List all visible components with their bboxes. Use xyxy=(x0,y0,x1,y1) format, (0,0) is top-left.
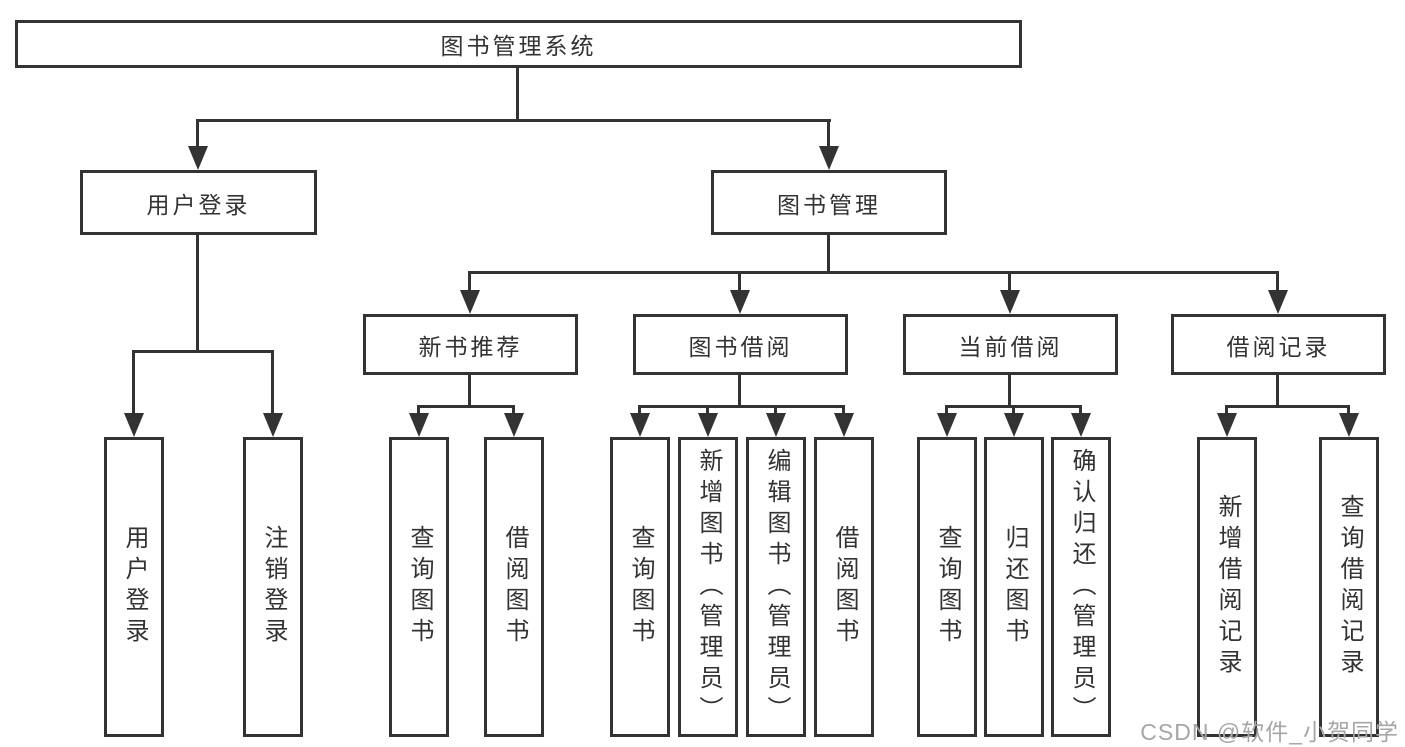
connector-line xyxy=(738,375,741,408)
arrow-down-icon xyxy=(1000,290,1020,314)
connector-line xyxy=(945,405,948,416)
connector-line xyxy=(827,235,830,274)
connector-line xyxy=(512,405,515,416)
leaf-query-books-borrowing: 查询图书 xyxy=(610,437,670,737)
connector-line xyxy=(827,119,830,149)
leaf-user-login: 用户登录 xyxy=(104,437,164,737)
node-book-borrowing: 图书借阅 xyxy=(633,314,848,375)
arrow-down-icon xyxy=(1004,413,1024,437)
leaf-borrow-books: 借阅图书 xyxy=(814,437,874,737)
node-current-borrowing: 当前借阅 xyxy=(903,314,1118,375)
csdn-watermark: CSDN @软件_小贺同学 xyxy=(1140,719,1399,745)
leaf-query-books-recommend: 查询图书 xyxy=(389,437,449,737)
node-new-book-recommendation: 新书推荐 xyxy=(363,314,578,375)
connector-line xyxy=(468,271,471,293)
arrow-down-icon xyxy=(124,413,144,437)
arrow-down-icon xyxy=(937,413,957,437)
connector-line xyxy=(417,405,515,408)
connector-line xyxy=(1008,375,1011,408)
node-library-management-system: 图书管理系统 xyxy=(15,20,1022,68)
connector-line xyxy=(738,271,741,293)
arrow-down-icon xyxy=(630,413,650,437)
connector-line xyxy=(638,405,845,408)
connector-line xyxy=(1079,405,1082,416)
connector-line xyxy=(638,405,641,416)
connector-line xyxy=(774,405,777,416)
connector-line xyxy=(1225,405,1350,408)
leaf-query-books-current: 查询图书 xyxy=(917,437,977,737)
connector-line xyxy=(1225,405,1228,416)
leaf-add-borrow-record: 新增借阅记录 xyxy=(1197,437,1257,737)
connector-line xyxy=(842,405,845,416)
leaf-query-borrow-record: 查询借阅记录 xyxy=(1319,437,1379,737)
connector-line xyxy=(196,119,831,122)
arrow-down-icon xyxy=(188,146,208,170)
connector-line xyxy=(417,405,420,416)
connector-line xyxy=(132,350,274,353)
leaf-borrow-books-recommend: 借阅图书 xyxy=(484,437,544,737)
connector-line xyxy=(468,375,471,408)
arrow-down-icon xyxy=(460,290,480,314)
connector-line xyxy=(516,68,519,122)
connector-line xyxy=(468,271,1279,274)
arrow-down-icon xyxy=(1268,290,1288,314)
arrow-down-icon xyxy=(766,413,786,437)
node-borrowing-records: 借阅记录 xyxy=(1171,314,1386,375)
arrow-down-icon xyxy=(698,413,718,437)
node-user-login: 用户登录 xyxy=(80,170,317,235)
arrow-down-icon xyxy=(409,413,429,437)
leaf-confirm-return-admin: 确认归还（管理员） xyxy=(1051,437,1111,737)
node-book-management: 图书管理 xyxy=(711,170,947,235)
connector-line xyxy=(1008,271,1011,293)
arrow-down-icon xyxy=(504,413,524,437)
leaf-add-books-admin: 新增图书（管理员） xyxy=(678,437,738,737)
connector-line xyxy=(1276,271,1279,293)
leaf-logout: 注销登录 xyxy=(243,437,303,737)
connector-line xyxy=(706,405,709,416)
arrow-down-icon xyxy=(1071,413,1091,437)
leaf-edit-books-admin: 编辑图书（管理员） xyxy=(746,437,806,737)
leaf-return-books: 归还图书 xyxy=(984,437,1044,737)
arrow-down-icon xyxy=(1339,413,1359,437)
arrow-down-icon xyxy=(834,413,854,437)
connector-line xyxy=(196,119,199,149)
connector-line xyxy=(132,350,135,416)
arrow-down-icon xyxy=(1217,413,1237,437)
arrow-down-icon xyxy=(263,413,283,437)
arrow-down-icon xyxy=(730,290,750,314)
connector-line xyxy=(1012,405,1015,416)
connector-line xyxy=(196,235,199,353)
connector-line xyxy=(1276,375,1279,408)
arrow-down-icon xyxy=(819,146,839,170)
connector-line xyxy=(271,350,274,416)
connector-line xyxy=(1347,405,1350,416)
